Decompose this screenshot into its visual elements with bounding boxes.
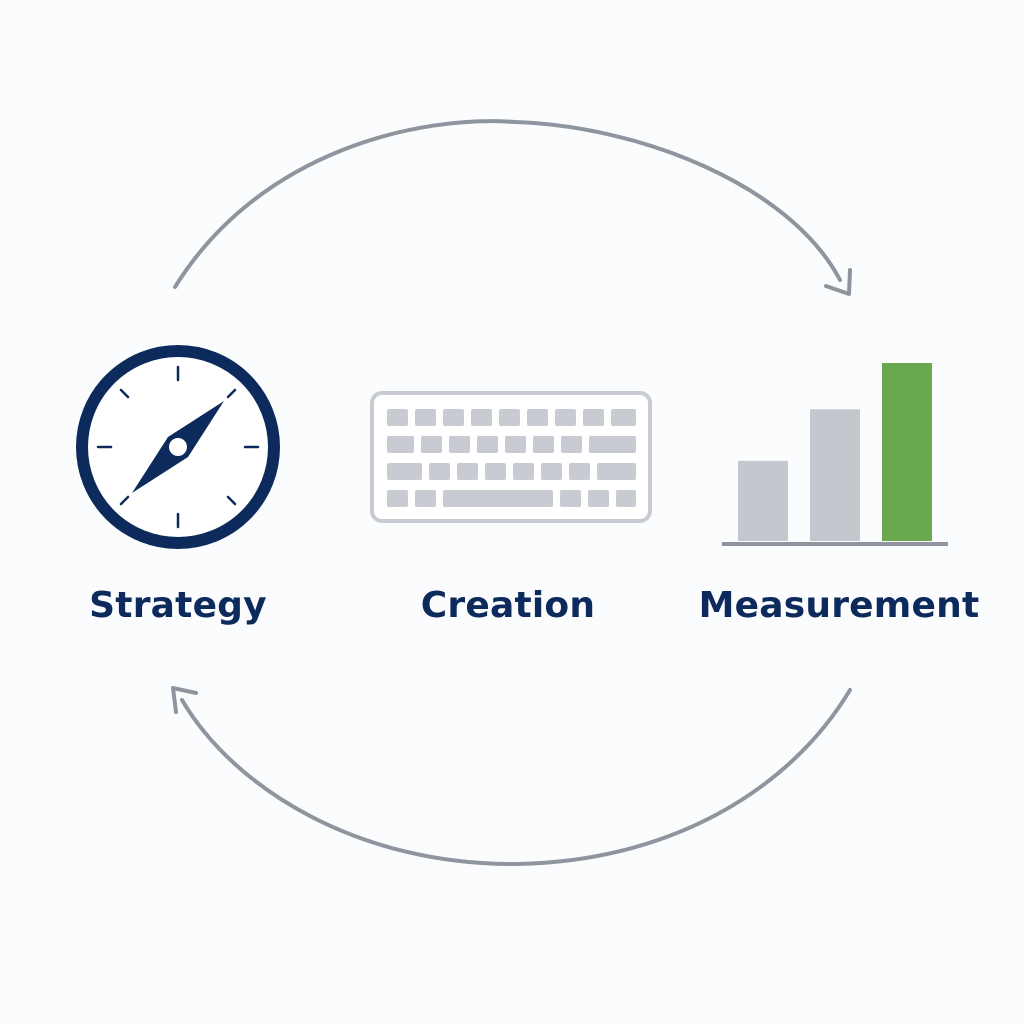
compass-pivot [169,438,187,456]
stage-label-strategy: Strategy [89,585,267,626]
top-arc [173,119,842,289]
keyboard-keys [387,409,636,507]
keyboard-icon [370,391,652,523]
compass-icon [76,345,280,549]
bottom-arrowhead-icon [171,686,198,714]
bar-chart-icon [722,363,948,546]
top-arrowhead-icon [824,268,852,296]
stage-label-creation: Creation [420,585,596,626]
bar-chart-bars [738,363,932,541]
bottom-cycle-arrow [171,686,852,867]
stage-label-measurement: Measurement [698,585,980,626]
compass-ticks [96,365,260,529]
bar-2 [810,409,860,541]
bar-3 [882,363,932,541]
bottom-arc [180,688,852,867]
top-cycle-arrow [173,119,852,296]
bar-1 [738,460,788,541]
